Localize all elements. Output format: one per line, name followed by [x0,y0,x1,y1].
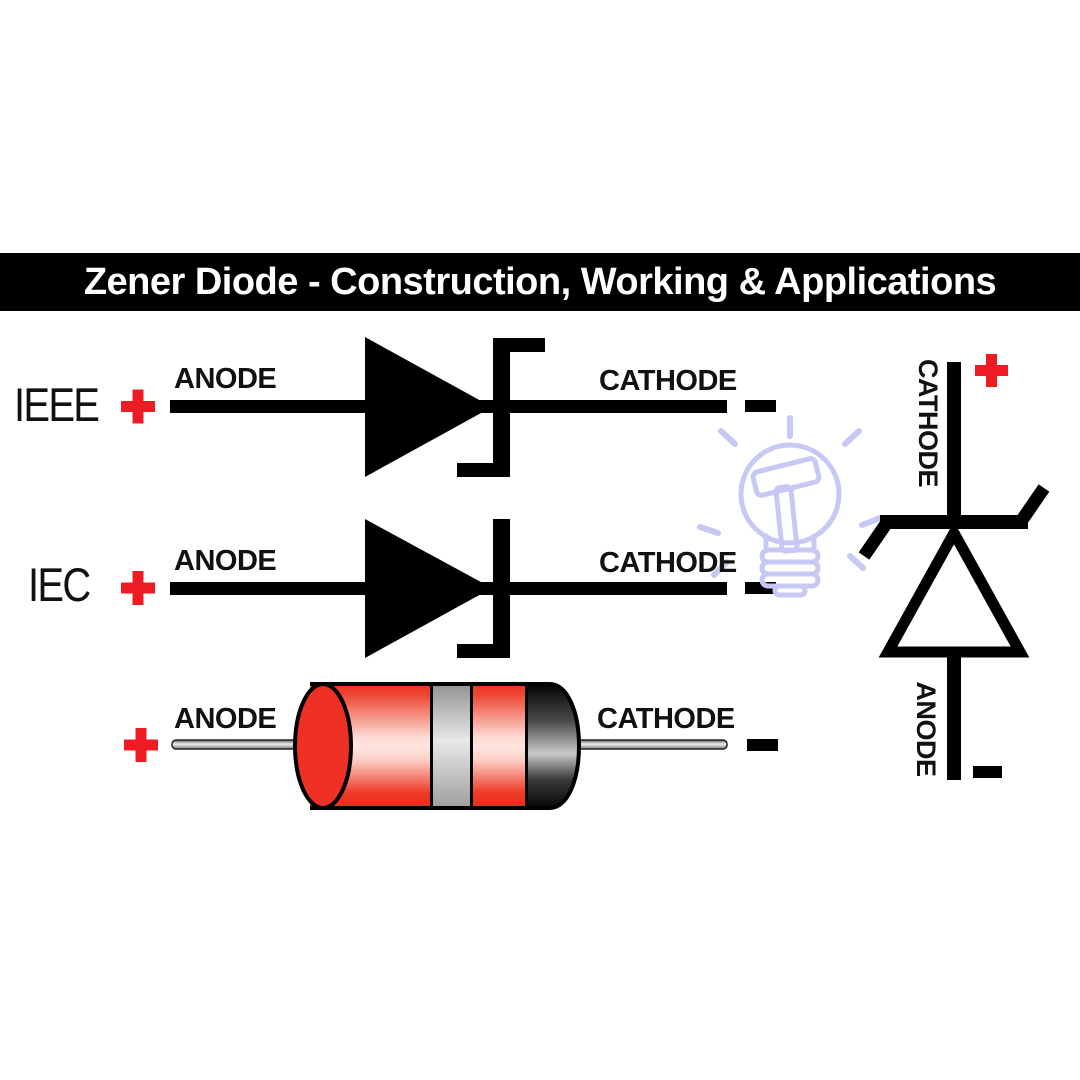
hammer-head [750,456,822,498]
hammer-handle [773,484,800,554]
iec-anode-label: ANODE [174,545,277,577]
vertical-plus-icon [975,354,1008,387]
package-cathode-label: CATHODE [597,703,735,735]
vertical-diode-triangle [878,521,1030,658]
ieee-symbol-graphic [170,337,727,477]
iec-diode-triangle [365,519,492,658]
ieee-plus-icon [121,389,155,424]
package-minus-icon [747,739,778,751]
iec-standard-label: IEC [28,558,91,611]
ieee-cathode-bar-top-tab [510,338,545,352]
vertical-anode-lead [947,648,961,780]
iec-cathode-label: CATHODE [599,547,737,579]
vertical-bar-right-tab [1016,484,1050,524]
lightbulb-icon [697,415,883,598]
silver-band [433,684,470,808]
title-bar: Zener Diode - Construction, Working & Ap… [0,253,1080,311]
vertical-zener-symbol-graphic [858,354,1050,780]
package-plus-icon [124,728,158,762]
diode-body [310,684,579,808]
iec-cathode-bar [493,519,510,658]
page-title: Zener Diode - Construction, Working & Ap… [83,260,997,303]
vertical-cathode-lead [947,362,961,518]
ieee-cathode-bar [493,338,510,477]
black-band [528,684,579,808]
ieee-diode-triangle [365,337,492,477]
vertical-cathode-label: CATHODE [913,359,943,487]
iec-symbol-graphic [170,519,727,658]
ieee-anode-label: ANODE [174,363,277,395]
ieee-cathode-bar-bottom-tab [457,463,493,477]
lightbulb-rays [697,415,883,578]
ieee-cathode-label: CATHODE [599,365,737,397]
iec-cathode-bar-bottom-tab [457,644,493,658]
ieee-standard-label: IEEE [14,378,100,431]
vertical-minus-icon [973,766,1002,778]
iec-plus-icon [121,571,155,605]
diode-body-outline [310,682,582,810]
vertical-bar-left-tab [858,520,892,560]
vertical-anode-label: ANODE [911,681,941,777]
package-anode-label: ANODE [174,703,277,735]
diode-body-left-cap [293,682,353,810]
ieee-minus-icon [745,400,776,412]
diode-package-graphic [124,682,778,810]
